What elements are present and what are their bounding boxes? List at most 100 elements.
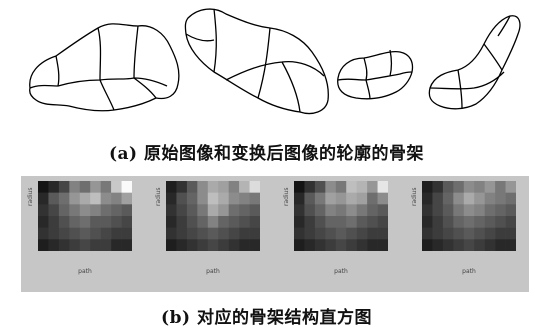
heatmap-cell [69, 227, 81, 240]
heatmap-cell [218, 181, 229, 193]
heatmap-cell [207, 181, 219, 193]
heatmap-cell [453, 181, 465, 193]
heatmap-cell [48, 227, 60, 240]
contour-transformed-1 [184, 8, 329, 115]
heatmap-cell [79, 204, 91, 217]
heatmap-cell [58, 181, 70, 193]
heatmap-cell [377, 204, 389, 217]
heatmap-svg [294, 181, 389, 252]
heatmap-grid [166, 181, 261, 252]
heatmap-cell [346, 192, 357, 205]
heatmap-cell [111, 181, 122, 193]
heatmap-cell [79, 227, 91, 240]
heatmap-cell [346, 204, 357, 217]
heatmap-cell [304, 192, 316, 205]
contour-transformed-3 [428, 15, 521, 110]
heatmap-cell [453, 216, 465, 228]
heatmap-cell [442, 239, 454, 252]
axis-label-path: path [462, 268, 476, 275]
heatmap-cell [197, 181, 209, 193]
axis-label-radius: radius [27, 187, 34, 206]
heatmap-cell [197, 227, 209, 240]
heatmap-cell [48, 239, 60, 252]
heatmap-cell [239, 216, 250, 228]
heatmap-cell [304, 181, 316, 193]
heatmap-cell [90, 181, 101, 193]
heatmap-cell [325, 216, 337, 228]
heatmap-cell [442, 204, 454, 217]
heatmap-cell [207, 192, 219, 205]
heatmap-cell [90, 227, 101, 240]
heatmap-cell [79, 239, 91, 252]
contour-original [29, 23, 180, 112]
heatmap-cell [38, 181, 49, 193]
heatmap-cell [186, 181, 198, 193]
heatmap-cell [356, 239, 368, 252]
heatmap-svg [38, 181, 133, 252]
heatmap-cell [166, 216, 177, 228]
heatmap-cell [453, 204, 465, 217]
heatmap-cell [100, 239, 112, 252]
heatmap-cell [249, 239, 261, 252]
heatmap-cell [335, 204, 347, 217]
heatmap-cell [249, 204, 261, 217]
heatmap-cell [239, 181, 250, 193]
heatmap-cell [356, 204, 368, 217]
heatmap-cell [432, 192, 444, 205]
axis-label-radius: radius [155, 187, 162, 206]
heatmap-cell [294, 227, 305, 240]
heatmap-cell [325, 192, 337, 205]
heatmap-cell [249, 192, 261, 205]
heatmap-cell [314, 227, 326, 240]
heatmap-cell [463, 216, 475, 228]
heatmap-cell [325, 181, 337, 193]
heatmap-cell [38, 227, 49, 240]
heatmap-cell [38, 239, 49, 252]
heatmap-cell [197, 239, 209, 252]
heatmap-cell [367, 239, 378, 252]
heatmap-cell [176, 192, 188, 205]
axis-label-path: path [206, 268, 220, 275]
heatmap-grid [422, 181, 517, 252]
heatmap-cell [218, 239, 229, 252]
heatmap-cell [239, 192, 250, 205]
heatmap-cell [218, 192, 229, 205]
heatmap-cell [207, 204, 219, 217]
heatmap-cell [166, 204, 177, 217]
heatmap-cell [111, 192, 122, 205]
heatmap-cell [495, 204, 506, 217]
heatmap-cell [356, 227, 368, 240]
heatmap-cell [356, 181, 368, 193]
heatmap-cell [484, 181, 496, 193]
heatmap-cell [474, 239, 485, 252]
heatmap-cell [346, 227, 357, 240]
heatmap-cell [474, 204, 485, 217]
heatmap-cell [294, 204, 305, 217]
heatmap-cell [422, 239, 433, 252]
axis-label-radius: radius [283, 187, 290, 206]
heatmap-cell [453, 239, 465, 252]
heatmap-cell [228, 216, 240, 228]
heatmap-cell [186, 192, 198, 205]
heatmap-cell [228, 204, 240, 217]
heatmap-cell [335, 181, 347, 193]
histogram-panel: radius path [24, 176, 140, 292]
heatmap-cell [100, 192, 112, 205]
heatmap-cell [228, 239, 240, 252]
heatmap-cell [197, 192, 209, 205]
heatmap-cell [367, 204, 378, 217]
heatmap-cell [495, 192, 506, 205]
heatmap-cell [335, 239, 347, 252]
heatmap-cell [249, 216, 261, 228]
heatmap-cell [111, 216, 122, 228]
histogram-panel: radius path [408, 176, 524, 292]
heatmap-cell [166, 181, 177, 193]
heatmap-cell [422, 216, 433, 228]
heatmap-cell [442, 181, 454, 193]
caption-a: (a) 原始图像和变换后图像的轮廓的骨架 [108, 144, 425, 164]
heatmap-cell [346, 239, 357, 252]
heatmap-cell [484, 216, 496, 228]
contour-transformed-2 [337, 49, 414, 100]
heatmap-cell [294, 181, 305, 193]
heatmap-cell [422, 227, 433, 240]
